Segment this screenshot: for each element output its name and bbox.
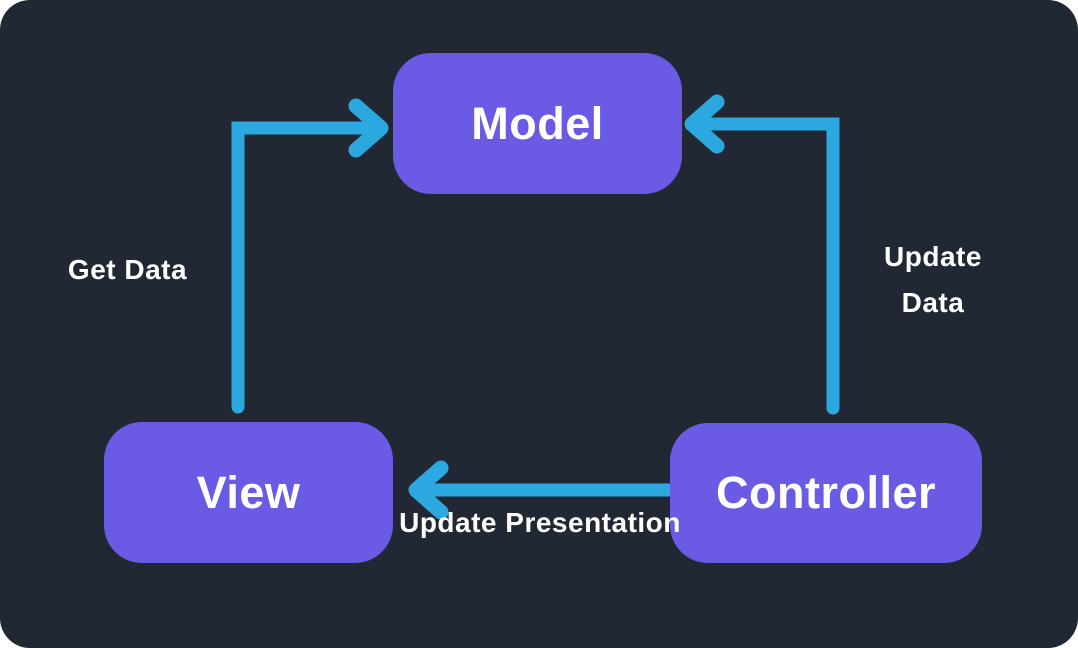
node-model: Model: [393, 53, 682, 194]
arrow-view-to-model-line: [231, 121, 371, 414]
edge-label-update-data: Update Data: [884, 241, 982, 319]
edge-label-update-presentation: Update Presentation: [399, 507, 681, 538]
arrow-controller-to-model: [684, 94, 840, 415]
node-controller-label: Controller: [715, 467, 936, 518]
node-model-label: Model: [471, 97, 604, 149]
arrow-controller-to-model-line: [703, 117, 840, 415]
arrow-left-chevron-icon: [684, 94, 725, 154]
arrow-view-to-model: [231, 98, 389, 414]
node-view-label: View: [196, 466, 301, 518]
edge-label-get-data: Get Data: [67, 254, 188, 285]
node-view: View: [104, 422, 393, 563]
arrow-right-chevron-icon: [348, 98, 389, 158]
node-controller: Controller: [670, 423, 982, 563]
